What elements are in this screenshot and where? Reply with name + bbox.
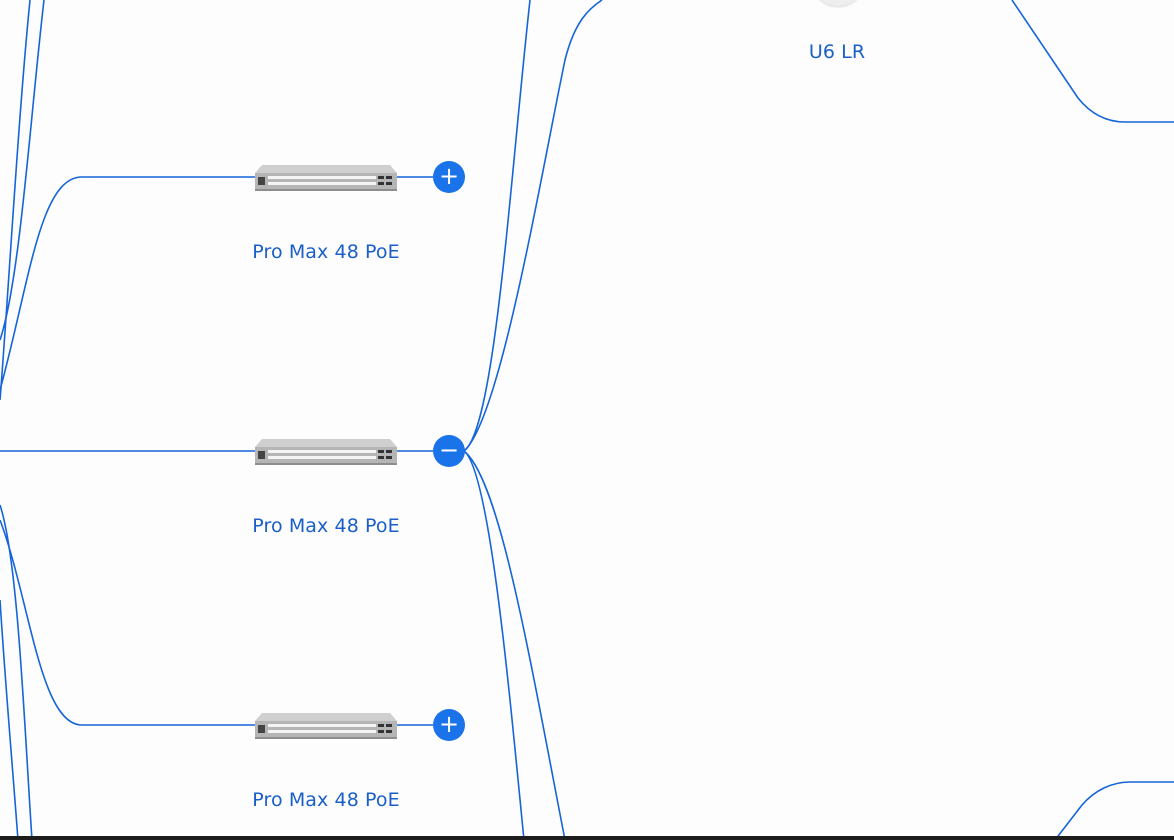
network-switch-icon[interactable]: [254, 712, 398, 740]
connection-line: [463, 0, 531, 452]
connection-line: [0, 519, 255, 726]
connection-line: [0, 0, 45, 341]
switch-label[interactable]: Pro Max 48 PoE: [252, 515, 400, 537]
plus-icon: +: [438, 162, 460, 190]
network-switch-icon[interactable]: [254, 164, 398, 192]
connection-line: [0, 176, 255, 391]
access-point-label[interactable]: U6 LR: [808, 41, 866, 63]
expand-button[interactable]: +: [433, 709, 465, 741]
connection-line: [463, 450, 566, 840]
connection-line: [0, 599, 19, 840]
bottom-edge: [0, 836, 1174, 840]
minus-icon: −: [438, 436, 460, 464]
connection-line: [1011, 0, 1174, 123]
collapse-button[interactable]: −: [433, 435, 465, 467]
network-switch-icon[interactable]: [254, 438, 398, 466]
connection-line: [463, 450, 525, 840]
connection-line: [0, 504, 33, 840]
switch-label[interactable]: Pro Max 48 PoE: [252, 241, 400, 263]
switch-label[interactable]: Pro Max 48 PoE: [252, 789, 400, 811]
connection-line: [1054, 781, 1174, 840]
access-point-icon[interactable]: [815, 0, 861, 6]
connection-line: [0, 0, 31, 401]
connection-line: [463, 0, 603, 452]
plus-icon: +: [438, 710, 460, 738]
expand-button[interactable]: +: [433, 161, 465, 193]
